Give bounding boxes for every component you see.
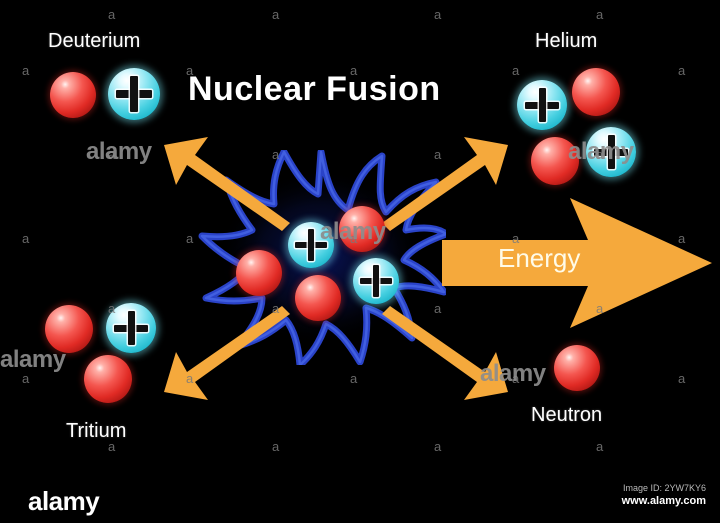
watermark-letter: a	[272, 439, 280, 454]
watermark-letter: a	[512, 63, 520, 78]
watermark-letter: a	[22, 371, 30, 386]
tritium-proton-1	[106, 303, 156, 353]
watermark-letter: a	[22, 63, 30, 78]
watermark-letter: a	[186, 231, 194, 246]
core-neutron-2	[236, 250, 282, 296]
core-neutron-1	[339, 206, 385, 252]
arrow-to-deuterium	[164, 137, 290, 231]
core-proton-2	[353, 258, 399, 304]
helium-proton-2	[586, 127, 636, 177]
arrow-to-helium	[382, 137, 508, 231]
watermark-letter: a	[596, 7, 604, 22]
footer-credit: Image ID: 2YW7KY6 www.alamy.com	[622, 482, 706, 509]
alamy-logo: alamy	[28, 486, 100, 516]
arrow-to-neutron	[382, 306, 508, 400]
watermark-word: alamy	[86, 138, 152, 165]
core-neutron-3	[295, 275, 341, 321]
deuterium-neutron-1	[50, 72, 96, 118]
tritium-neutron-1	[45, 305, 93, 353]
helium-neutron-2	[531, 137, 579, 185]
energy-arrow	[442, 198, 712, 328]
arrow-to-tritium	[164, 306, 290, 400]
helium-neutron-1	[572, 68, 620, 116]
image-id-text: Image ID: 2YW7KY6	[622, 483, 706, 493]
tritium-neutron-2	[84, 355, 132, 403]
watermark-word: alamy	[0, 346, 66, 373]
label-tritium: Tritium	[66, 420, 127, 442]
deuterium-proton-1	[108, 68, 160, 120]
free-neutron	[554, 345, 600, 391]
watermark-letter: a	[108, 147, 116, 162]
watermark-letter: a	[434, 439, 442, 454]
helium-proton-1	[517, 80, 567, 130]
label-helium: Helium	[535, 30, 598, 52]
alamy-url: www.alamy.com	[621, 495, 706, 508]
watermark-letter: a	[678, 371, 686, 386]
watermark-letter: a	[678, 63, 686, 78]
watermark-letter: a	[512, 371, 520, 386]
watermark-letter: a	[350, 371, 358, 386]
core-proton-1	[288, 222, 334, 268]
watermark-letter: a	[22, 231, 30, 246]
energy-arrow-label: Energy	[498, 243, 581, 273]
label-neutron: Neutron	[531, 404, 603, 426]
label-deuterium: Deuterium	[48, 30, 141, 52]
watermark-letter: a	[434, 7, 442, 22]
watermark-letter: a	[596, 439, 604, 454]
watermark-letter: a	[108, 7, 116, 22]
page-title: Nuclear Fusion	[188, 70, 441, 108]
watermark-letter: a	[272, 7, 280, 22]
footer-bar: alamy Image ID: 2YW7KY6 www.alamy.com	[0, 478, 720, 523]
